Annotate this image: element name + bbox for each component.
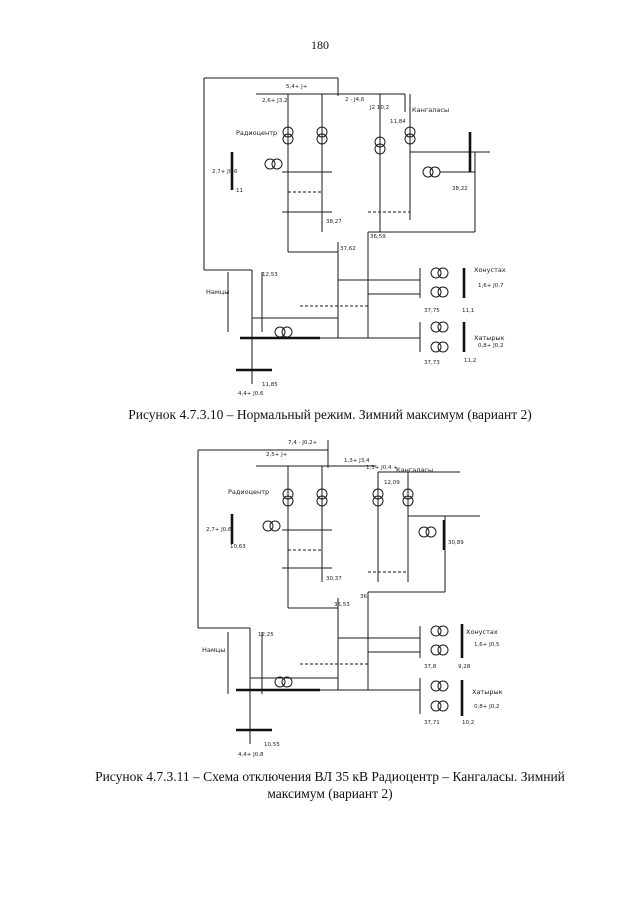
voltage-label-3822: 30,89: [448, 540, 464, 546]
diagram-dashed-lines: [288, 191, 410, 307]
substation-label-namtsy: Намцы: [206, 288, 229, 296]
flow-label-top2: 2,6+ J3,2: [262, 98, 287, 104]
voltage-label-khatyryk: 11,2: [464, 358, 476, 364]
diagram-busbars: [230, 132, 472, 372]
voltage-label-1185: 11,85: [262, 382, 278, 388]
flow-label-mid: 1,3+ J3,4: [344, 458, 370, 464]
voltage-label-konstakh: 11,1: [462, 308, 474, 314]
voltage-label-khatyryk: 10,2: [462, 720, 474, 726]
substation-label-namtsy: Намцы: [202, 646, 225, 654]
network-diagram-normal-mode: Радиоцентр Кангаласы Намцы Хатырык Хонус…: [203, 77, 506, 397]
voltage-label-3775: 37,75: [424, 308, 440, 314]
flow-label-radiocentr-load: 2,7+ J0,6: [206, 527, 232, 533]
diagram-dashed-lines: [288, 549, 408, 665]
voltage-label-konstakh: 9,28: [458, 664, 471, 670]
substation-label-konstakh: Хонустах: [474, 266, 506, 274]
flow-label-top2: 2,5+ J+: [266, 452, 288, 458]
flow-label-khatyryk-load: 0,8+ J0,2: [478, 343, 503, 349]
voltage-label-3659: 36: [360, 594, 367, 600]
substation-label-konstakh: Хонустах: [466, 628, 498, 636]
voltage-label-3827: 38,27: [326, 219, 342, 225]
voltage-label-1185: 10,55: [264, 742, 280, 748]
diagram-transformers: [264, 126, 449, 353]
voltage-label-3659: 36,59: [370, 234, 386, 240]
substation-label-khatyryk: Хатырык: [472, 688, 503, 696]
diagram-wires: [197, 440, 480, 744]
voltage-label-kangalassy: 12,09: [384, 480, 400, 486]
flow-label-radiocentr-load: 2,7+ J0,6: [212, 169, 238, 175]
voltage-label-3762: 37,62: [340, 246, 356, 252]
flow-label-top: 5,4+ J+: [286, 84, 308, 90]
voltage-label-1253: 12,25: [258, 632, 274, 638]
substation-label-radiocentr: Радиоцентр: [236, 129, 277, 137]
page-number: 180: [311, 38, 329, 52]
substation-label-kangalassy: Кангаласы: [412, 106, 449, 114]
flow-label-top: 7,4 - J0,2+: [288, 440, 318, 446]
flow-label-kangalassy: 1,3+ J0,4 +: [366, 465, 398, 471]
voltage-label-kangalassy: 11,84: [390, 119, 406, 125]
diagram-transformers: [262, 488, 449, 712]
voltage-label-radiocentr: 10,63: [230, 544, 246, 550]
voltage-label-3773: 37,73: [424, 360, 440, 366]
figure-caption-1: Рисунок 4.7.3.10 – Нормальный режим. Зим…: [128, 407, 532, 422]
flow-label-namtsy-load: 4,4+ J0,6: [238, 391, 264, 397]
flow-label-mid: 2 - J4,6: [345, 97, 365, 103]
substation-label-khatyryk: Хатырык: [474, 334, 505, 342]
flow-label-namtsy-load: 4,4+ J0,8: [238, 752, 264, 758]
voltage-label-3827: 30,37: [326, 576, 342, 582]
figure-caption-2: Рисунок 4.7.3.11 – Схема отключения ВЛ 3…: [95, 769, 565, 801]
diagram-labels: Радиоцентр Кангаласы Намцы Хатырык Хонус…: [202, 440, 503, 758]
voltage-label-3822: 38,22: [452, 186, 468, 192]
flow-label-konstakh-load: 1,6+ J0,5: [474, 642, 500, 648]
flow-label-khatyryk-load: 0,8+ J0,2: [474, 704, 499, 710]
network-diagram-outage-scheme: Радиоцентр Кангаласы Намцы Хатырык Хонус…: [197, 440, 503, 758]
flow-label-kangalassy: J2 10,2: [369, 105, 389, 111]
substation-label-kangalassy: Кангаласы: [396, 466, 433, 474]
flow-label-konstakh-load: 1,6+ J0,7: [478, 283, 504, 289]
diagram-busbars: [230, 514, 464, 732]
voltage-label-3773: 37,71: [424, 720, 440, 726]
substation-label-radiocentr: Радиоцентр: [228, 488, 269, 496]
voltage-label-radiocentr: 11: [236, 188, 243, 194]
diagram-labels: Радиоцентр Кангаласы Намцы Хатырык Хонус…: [206, 84, 506, 397]
voltage-label-3762: 35,53: [334, 602, 350, 608]
diagram-wires: [203, 77, 490, 384]
voltage-label-3775: 37,8: [424, 664, 437, 670]
voltage-label-1253: 12,53: [262, 272, 278, 278]
